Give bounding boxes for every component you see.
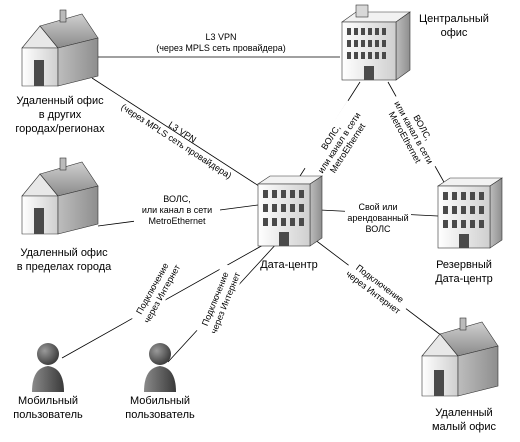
node-label-line: пользователь — [125, 409, 195, 421]
edge-label-central-datacenter: ВОЛС, или канал в сети MetroEthernet — [303, 100, 375, 185]
edge-label-bg — [340, 256, 413, 319]
edge-label-bg — [128, 253, 185, 329]
edge-label-bg — [195, 262, 245, 339]
node-label-line: Удаленный — [435, 407, 492, 419]
remote-office-city-node: Удаленный офис в пределах города — [17, 157, 112, 273]
edge-label-bg — [345, 202, 411, 236]
edge-label-region-datacenter-line2: (через MPLS сеть провайдера) — [119, 102, 233, 181]
edge-label-user1-datacenter: Подключение через Интернет — [128, 253, 185, 329]
office-building-icon — [437, 177, 503, 249]
datacenter-node: Дата-центр — [257, 175, 323, 271]
house-icon — [21, 157, 99, 235]
edge-label-central-backup: ВОЛС, или канал в сети MetroEthernet — [380, 89, 448, 176]
house-icon — [421, 317, 499, 397]
edge-label-bg — [380, 89, 448, 176]
edge-label-bg — [132, 30, 310, 54]
link-region-datacenter — [91, 77, 263, 189]
edge-label-bg — [303, 100, 375, 185]
house-icon — [21, 9, 99, 87]
remote-office-region-node: Удаленный офис в других городах/регионах — [15, 9, 105, 135]
backup-datacenter-node: Резервный Дата-центр — [435, 177, 503, 285]
edge-label-datacenter-backup-line2: арендованный — [347, 213, 408, 223]
link-user1-datacenter — [61, 239, 273, 359]
node-label-line: городах/регионах — [15, 123, 105, 135]
node-label-line: Дата-центр — [435, 273, 493, 285]
edge-label-city-datacenter-line2: или канал в сети — [142, 205, 212, 215]
node-label-line: Центральный — [419, 13, 489, 25]
node-label-line: Дата-центр — [260, 259, 318, 271]
mobile-user-2-node: Мобильный пользователь — [125, 343, 195, 421]
node-label-line: Удаленный офис — [20, 247, 108, 259]
edge-label-region-central-line2: (через MPLS сеть провайдера) — [156, 43, 286, 53]
edge-label-datacenter-backup-line1: Свой или — [358, 202, 397, 212]
edge-label-bg — [134, 194, 220, 228]
node-label-line: Мобильный — [130, 395, 190, 407]
edge-label-city-datacenter-line1: ВОЛС, — [163, 194, 191, 204]
edge-label-region-datacenter: L3 VPN (через MPLS сеть провайдера) — [119, 102, 233, 181]
edge-label-small-datacenter: Подключение через Интернет — [340, 256, 413, 319]
node-label-line: малый офис — [432, 421, 497, 433]
edge-label-region-central-line1: L3 VPN — [205, 32, 236, 42]
remote-small-office-node: Удаленный малый офис — [421, 317, 499, 433]
node-label-line: офис — [441, 27, 468, 39]
office-building-icon — [341, 4, 411, 81]
office-building-icon — [257, 175, 323, 247]
person-icon — [32, 343, 64, 392]
mobile-user-1-node: Мобильный пользователь — [13, 343, 83, 421]
person-icon — [144, 343, 176, 392]
edge-label-city-datacenter-line3: MetroEthernet — [148, 216, 206, 226]
node-label-line: пользователь — [13, 409, 83, 421]
node-label-line: Мобильный — [18, 395, 78, 407]
node-label-line: в пределах города — [17, 261, 112, 273]
edge-label-datacenter-backup-line3: ВОЛС — [365, 224, 391, 234]
central-office-node: Центральный офис — [341, 4, 489, 81]
edge-label-user2-datacenter: Подключение через Интернет — [195, 262, 245, 339]
node-label-line: в других — [39, 109, 82, 121]
node-label-line: Резервный — [436, 259, 492, 271]
node-label-line: Удаленный офис — [16, 95, 104, 107]
